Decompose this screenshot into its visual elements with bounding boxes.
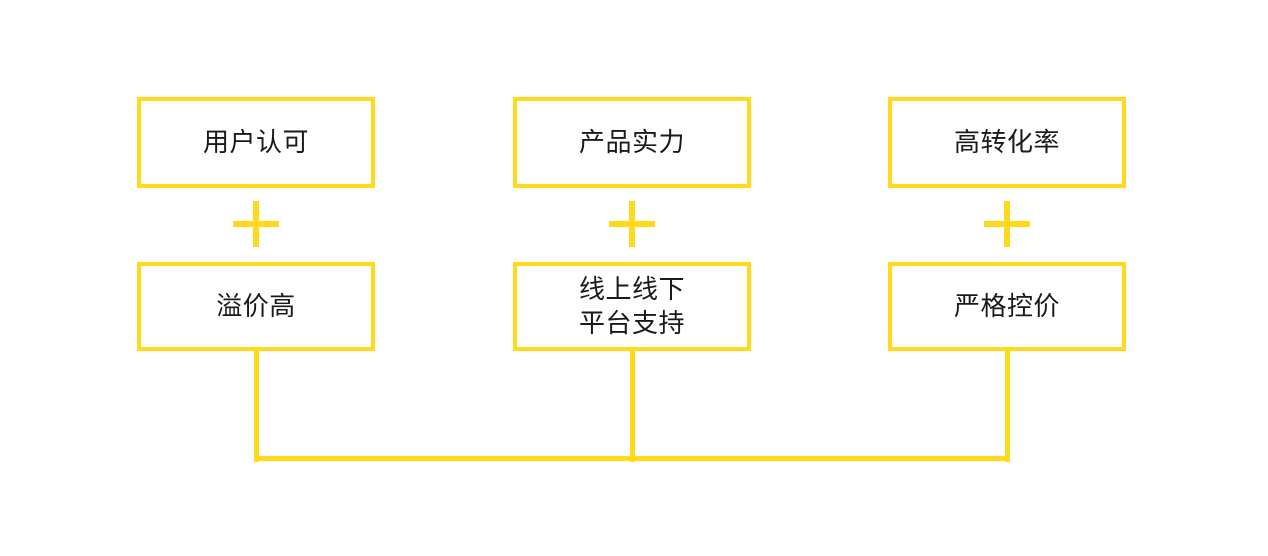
- node-label: 产品实力: [578, 127, 685, 158]
- node-box-product-strength[interactable]: 产品实力: [513, 97, 751, 188]
- node-box-high-premium[interactable]: 溢价高: [137, 262, 375, 351]
- node-box-user-recognition[interactable]: 用户认可: [137, 97, 375, 188]
- plus-icon-vertical-bar: [629, 201, 635, 247]
- connector-vertical-center: [630, 351, 635, 462]
- plus-icon-vertical-bar: [253, 201, 259, 247]
- node-box-high-conversion[interactable]: 高转化率: [888, 97, 1126, 188]
- plus-icon: [984, 201, 1030, 247]
- node-label: 溢价高: [216, 291, 296, 322]
- node-label: 用户认可: [202, 127, 309, 158]
- node-label: 严格控价: [953, 291, 1060, 322]
- plus-icon: [609, 201, 655, 247]
- plus-icon: [233, 201, 279, 247]
- node-label: 高转化率: [953, 127, 1060, 158]
- node-label: 线上线下 平台支持: [578, 274, 685, 339]
- connector-vertical-right: [1005, 351, 1010, 462]
- connector-horizontal-bus: [254, 456, 1010, 461]
- connector-vertical-left: [254, 351, 259, 462]
- plus-icon-vertical-bar: [1004, 201, 1010, 247]
- node-box-online-offline-platform-support[interactable]: 线上线下 平台支持: [513, 262, 751, 351]
- node-box-strict-price-control[interactable]: 严格控价: [888, 262, 1126, 351]
